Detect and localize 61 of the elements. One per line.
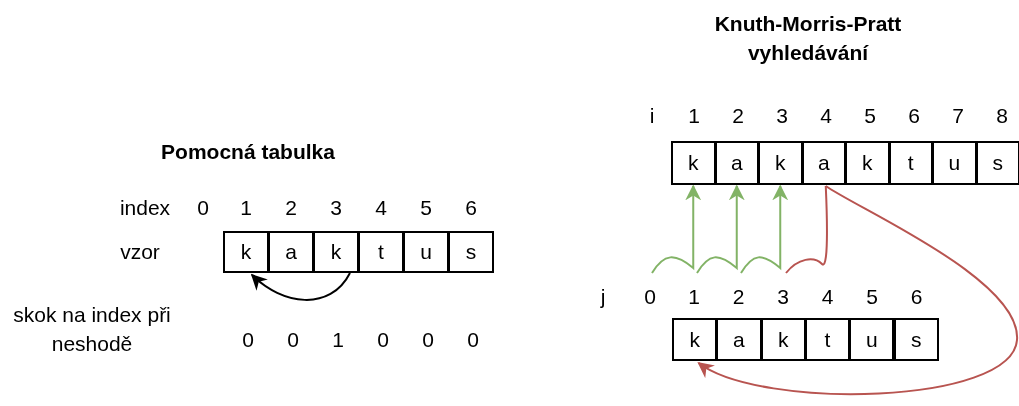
arrow xyxy=(740,184,789,274)
label: 0 xyxy=(644,284,656,311)
table-cell: k xyxy=(845,141,890,185)
table-cell: a xyxy=(801,141,846,185)
label: 6 xyxy=(908,103,920,130)
table-cell: k xyxy=(672,318,718,361)
label: index xyxy=(119,195,171,222)
label: 5 xyxy=(864,103,876,130)
label: 0 xyxy=(467,327,479,354)
label: 4 xyxy=(820,103,832,130)
table-cell: k xyxy=(671,141,716,185)
table-cell: k xyxy=(760,318,806,361)
table-cell: s xyxy=(893,318,939,361)
label: 0 xyxy=(197,195,209,222)
label: 1 xyxy=(240,195,252,222)
label: 4 xyxy=(375,195,387,222)
arrow xyxy=(696,184,745,274)
label: 1 xyxy=(688,103,700,130)
label: 3 xyxy=(776,103,788,130)
table-cell: t xyxy=(888,141,933,185)
table-cell: k xyxy=(223,231,269,273)
label: 2 xyxy=(732,103,744,130)
arrow xyxy=(697,185,1018,396)
table-cell: u xyxy=(849,318,895,361)
table-cell: k xyxy=(313,231,359,273)
label: 7 xyxy=(952,103,964,130)
label: 2 xyxy=(732,284,745,311)
label: 5 xyxy=(866,284,878,311)
label: i xyxy=(649,103,655,130)
table-cell: u xyxy=(932,141,977,185)
label: 0 xyxy=(287,327,299,354)
label: 6 xyxy=(465,195,477,222)
table-cell: k xyxy=(758,141,803,185)
table-cell: s xyxy=(448,231,494,273)
table-cell: u xyxy=(403,231,449,273)
label: vzor xyxy=(120,239,160,266)
table-cell: a xyxy=(714,141,759,185)
heading: Knuth-Morris-Pratt vyhledávání xyxy=(713,10,903,66)
arrow xyxy=(651,184,702,274)
label: skok na index při neshodě xyxy=(12,301,172,357)
label: 8 xyxy=(996,103,1008,130)
label: 1 xyxy=(688,284,700,311)
label: j xyxy=(600,284,606,311)
label: 0 xyxy=(242,327,254,354)
label: 5 xyxy=(420,195,432,222)
table-cell: s xyxy=(975,141,1019,185)
table-cell: a xyxy=(268,231,314,273)
label: 6 xyxy=(910,284,923,311)
label: 3 xyxy=(330,195,342,222)
label: 3 xyxy=(777,284,789,311)
label: 4 xyxy=(821,284,834,311)
label: 0 xyxy=(422,327,434,354)
table-cell: a xyxy=(716,318,762,361)
table-cell: t xyxy=(804,318,851,361)
arrow xyxy=(250,272,351,301)
label: 2 xyxy=(285,195,297,222)
label: 0 xyxy=(377,327,389,354)
label: 1 xyxy=(332,327,344,354)
connector-line xyxy=(785,185,828,274)
heading: Pomocná tabulka xyxy=(161,139,335,166)
table-cell: t xyxy=(358,231,404,273)
